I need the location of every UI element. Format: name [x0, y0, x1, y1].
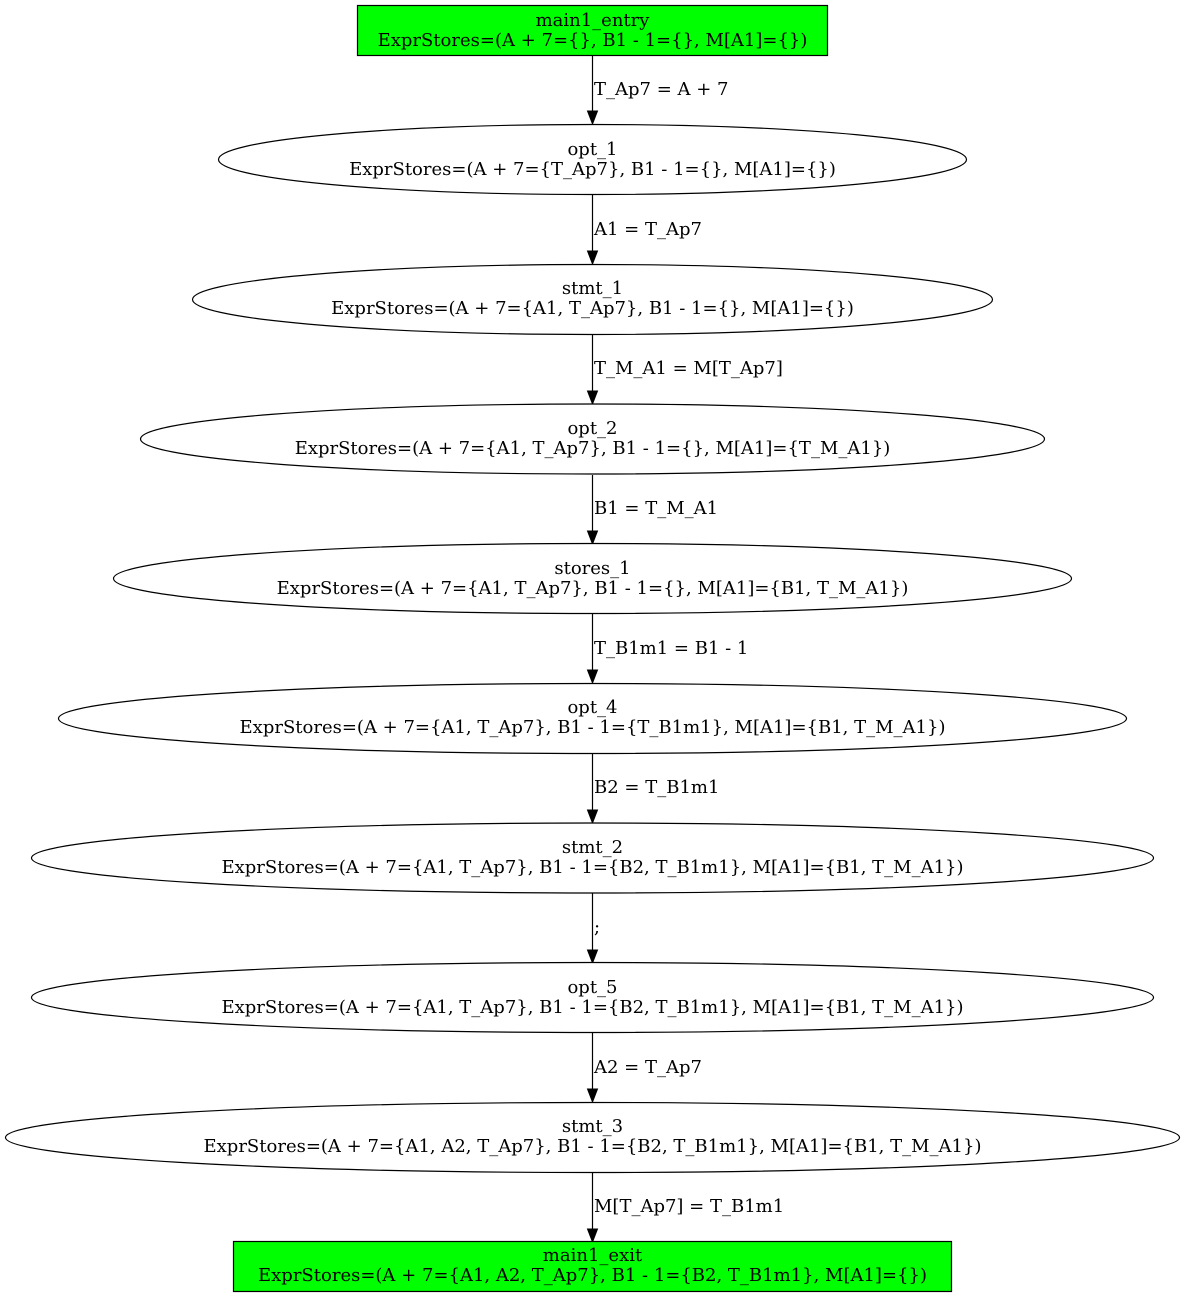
edge-label: A1 = T_Ap7	[593, 219, 702, 240]
node-title: opt_4	[567, 697, 617, 718]
edge-stmt_2-opt_5: ;	[586, 893, 600, 965]
node-title: stmt_1	[562, 278, 623, 299]
node-body: ExprStores=(A + 7={A1, T_Ap7}, B1 - 1={}…	[295, 438, 891, 459]
edge-label: B1 = T_M_A1	[594, 498, 718, 519]
node-stores_1: stores_1 ExprStores=(A + 7={A1, T_Ap7}, …	[112, 542, 1073, 615]
edge-stmt_1-opt_2: T_M_A1 = M[T_Ap7]	[586, 335, 783, 406]
node-body: ExprStores=(A + 7={A1, A2, T_Ap7}, B1 - …	[258, 1265, 927, 1286]
edge-label: T_B1m1 = B1 - 1	[594, 638, 748, 659]
edge-label: B2 = T_B1m1	[594, 777, 719, 798]
node-body: ExprStores=(A + 7={A1, T_Ap7}, B1 - 1={B…	[221, 997, 963, 1018]
edge-opt_4-stmt_2: B2 = T_B1m1	[586, 754, 719, 825]
edge-label: A2 = T_Ap7	[593, 1057, 702, 1078]
edge-stores_1-opt_4: T_B1m1 = B1 - 1	[586, 614, 748, 685]
node-stmt_1: stmt_1 ExprStores=(A + 7={A1, T_Ap7}, B1…	[191, 263, 994, 336]
node-title: main1_exit	[543, 1245, 643, 1266]
node-body: ExprStores=(A + 7={T_Ap7}, B1 - 1={}, M[…	[349, 159, 836, 180]
node-title: stmt_2	[562, 837, 623, 858]
edge-label: T_Ap7 = A + 7	[594, 79, 728, 100]
node-body: ExprStores=(A + 7={A1, T_Ap7}, B1 - 1={}…	[331, 298, 854, 319]
edge-opt_2-stores_1: B1 = T_M_A1	[586, 475, 718, 546]
node-title: stores_1	[554, 558, 630, 579]
edge-label: ;	[594, 917, 600, 938]
node-body: ExprStores=(A + 7={}, B1 - 1={}, M[A1]={…	[378, 30, 808, 51]
node-title: opt_5	[567, 977, 617, 998]
node-title: main1_entry	[536, 10, 651, 31]
node-title: opt_1	[567, 139, 617, 160]
node-title: opt_2	[567, 418, 617, 439]
node-opt_4: opt_4 ExprStores=(A + 7={A1, T_Ap7}, B1 …	[57, 682, 1128, 755]
node-stmt_3: stmt_3 ExprStores=(A + 7={A1, A2, T_Ap7}…	[4, 1101, 1181, 1174]
node-body: ExprStores=(A + 7={A1, A2, T_Ap7}, B1 - …	[204, 1136, 982, 1157]
node-stmt_2: stmt_2 ExprStores=(A + 7={A1, T_Ap7}, B1…	[30, 822, 1155, 894]
edge-main1_entry-opt_1: T_Ap7 = A + 7	[586, 56, 728, 126]
edge-opt_5-stmt_3: A2 = T_Ap7	[586, 1033, 702, 1104]
node-body: ExprStores=(A + 7={A1, T_Ap7}, B1 - 1={}…	[277, 578, 909, 599]
edge-label: T_M_A1 = M[T_Ap7]	[594, 358, 783, 379]
node-title: stmt_3	[562, 1116, 623, 1137]
node-body: ExprStores=(A + 7={A1, T_Ap7}, B1 - 1={B…	[221, 857, 963, 878]
edge-opt_1-stmt_1: A1 = T_Ap7	[586, 195, 702, 266]
edge-label: M[T_Ap7] = T_B1m1	[594, 1196, 784, 1217]
node-opt_5: opt_5 ExprStores=(A + 7={A1, T_Ap7}, B1 …	[30, 961, 1155, 1034]
node-main1_entry: main1_entry ExprStores=(A + 7={}, B1 - 1…	[356, 4, 829, 57]
node-opt_1: opt_1 ExprStores=(A + 7={T_Ap7}, B1 - 1=…	[217, 123, 968, 196]
node-main1_exit: main1_exit ExprStores=(A + 7={A1, A2, T_…	[232, 1240, 953, 1293]
edge-stmt_3-main1_exit: M[T_Ap7] = T_B1m1	[586, 1173, 784, 1244]
node-body: ExprStores=(A + 7={A1, T_Ap7}, B1 - 1={T…	[240, 717, 946, 738]
node-opt_2: opt_2 ExprStores=(A + 7={A1, T_Ap7}, B1 …	[139, 403, 1046, 475]
